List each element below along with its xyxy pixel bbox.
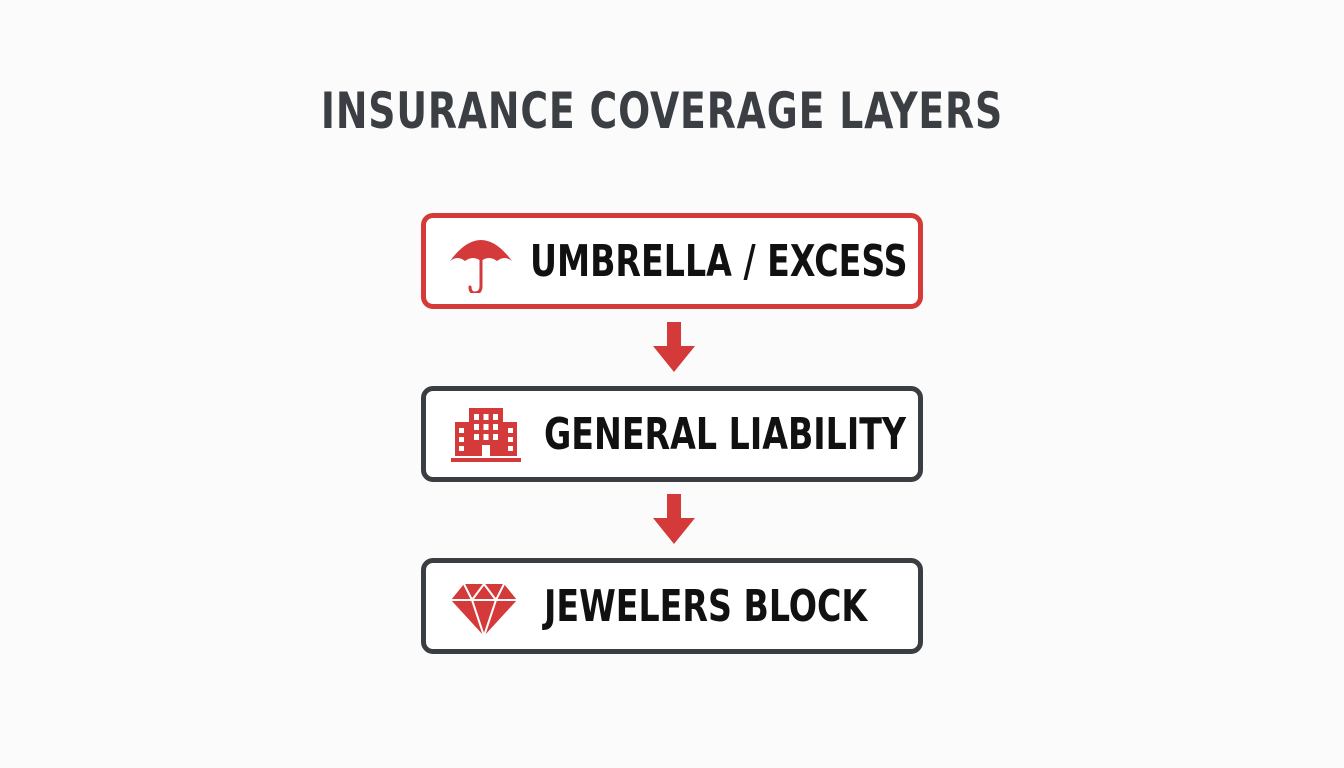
layer-label: GENERAL LIABILITY <box>544 409 906 460</box>
umbrella-icon <box>450 240 512 293</box>
diagram-title: INSURANCE COVERAGE LAYERS <box>320 82 1004 140</box>
layer-general-liability: GENERAL LIABILITY <box>421 386 923 482</box>
layer-jewelers-block: JEWELERS BLOCK <box>421 558 923 654</box>
layer-label: UMBRELLA / EXCESS <box>530 236 908 287</box>
layer-label: JEWELERS BLOCK <box>544 581 868 632</box>
diamond-icon <box>451 583 517 637</box>
arrow-down-icon <box>653 322 695 372</box>
building-icon <box>451 408 521 462</box>
arrow-down-icon <box>653 494 695 544</box>
layer-umbrella-excess: UMBRELLA / EXCESS <box>421 213 923 309</box>
